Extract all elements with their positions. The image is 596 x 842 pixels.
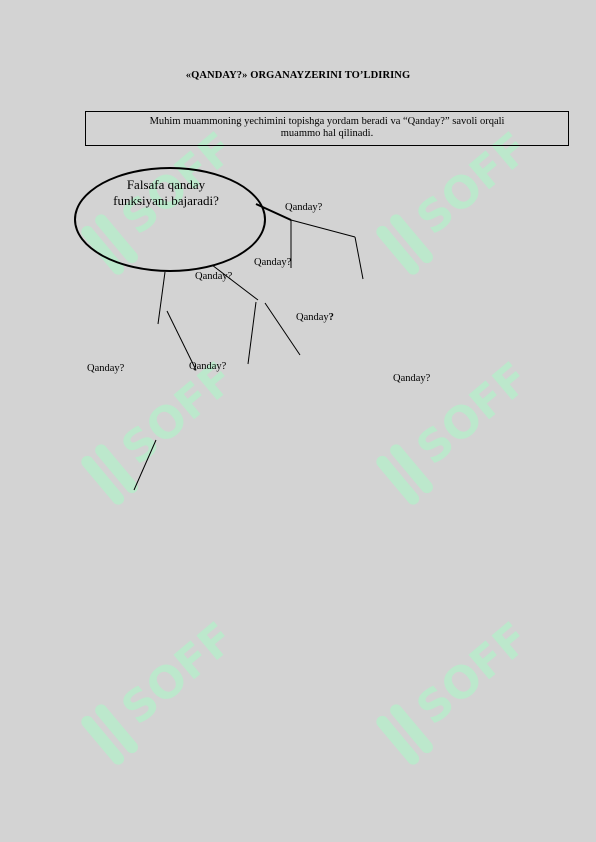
question-label-7: Qanday? xyxy=(393,373,431,384)
connector-lower xyxy=(133,439,157,491)
question-label-2: Qanday? xyxy=(254,257,292,268)
question-label-3: Qanday? xyxy=(195,271,233,282)
connector-right-2 xyxy=(354,236,364,280)
central-question-ellipse xyxy=(74,167,266,272)
question-label-4-mark: ? xyxy=(328,312,334,323)
connector-right-1 xyxy=(290,219,356,238)
question-label-1: Qanday? xyxy=(285,202,323,213)
connector-mid-3 xyxy=(264,302,301,356)
central-question-line-2: funksiyani bajaradi? xyxy=(113,193,219,208)
instruction-line-2: muammo hal qilinadi. xyxy=(280,128,374,139)
question-label-5: Qanday? xyxy=(87,363,125,374)
central-question-line-1: Falsafa qanday xyxy=(126,177,206,192)
connector-left-1 xyxy=(157,271,166,325)
instruction-box: Muhim muammoning yechimini topishga yord… xyxy=(85,111,569,146)
instruction-line-1: Muhim muammoning yechimini topishga yord… xyxy=(149,116,505,127)
connector-mid-1 xyxy=(211,264,259,301)
central-question-text: Falsafa qanday funksiyani bajaradi? xyxy=(92,177,240,209)
connector-left-2 xyxy=(166,310,197,371)
connector-main xyxy=(255,203,292,221)
question-label-6: Qanday? xyxy=(189,361,227,372)
connector-mid-2 xyxy=(247,301,257,365)
question-label-4: Qanday? xyxy=(296,312,334,323)
question-label-4-text: Qanday xyxy=(296,312,329,323)
page-title: «QANDAY?» ORGANAYZERINI TO’LDIRING xyxy=(185,70,411,81)
